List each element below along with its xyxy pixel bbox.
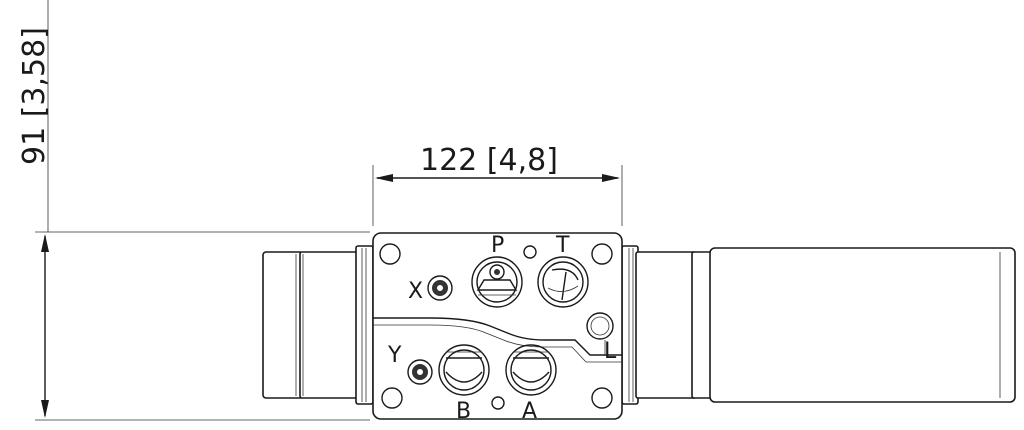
port-a: A bbox=[505, 344, 557, 424]
port-x: X bbox=[408, 275, 453, 304]
left-solenoid bbox=[262, 245, 374, 405]
mounting-hole-bottom-right bbox=[591, 387, 613, 409]
mounting-hole-bottom-left bbox=[381, 387, 403, 409]
port-l-label: L bbox=[604, 339, 617, 364]
port-b: B bbox=[438, 344, 490, 424]
port-l: L bbox=[586, 312, 617, 364]
height-dimension-label: 91 [3,58] bbox=[17, 27, 52, 165]
port-t: T bbox=[537, 233, 589, 308]
port-p: P bbox=[471, 233, 523, 308]
width-dimension: 122 [4,8] bbox=[372, 143, 623, 226]
mounting-hole-top-right bbox=[591, 243, 613, 265]
port-b-label: B bbox=[456, 399, 471, 424]
locating-pin-top bbox=[523, 245, 537, 259]
port-x-label: X bbox=[408, 279, 423, 304]
port-y-label: Y bbox=[387, 343, 402, 368]
valve-body bbox=[372, 232, 623, 420]
port-t-label: T bbox=[555, 233, 570, 258]
port-a-label: A bbox=[522, 399, 537, 424]
port-y: Y bbox=[387, 343, 433, 385]
locating-pin-bottom bbox=[491, 396, 505, 410]
mounting-hole-top-left bbox=[379, 243, 401, 265]
right-solenoid bbox=[621, 245, 1016, 405]
port-p-label: P bbox=[491, 233, 504, 258]
width-dimension-label: 122 [4,8] bbox=[420, 143, 558, 178]
height-dimension: 91 [3,58] bbox=[17, 0, 370, 421]
